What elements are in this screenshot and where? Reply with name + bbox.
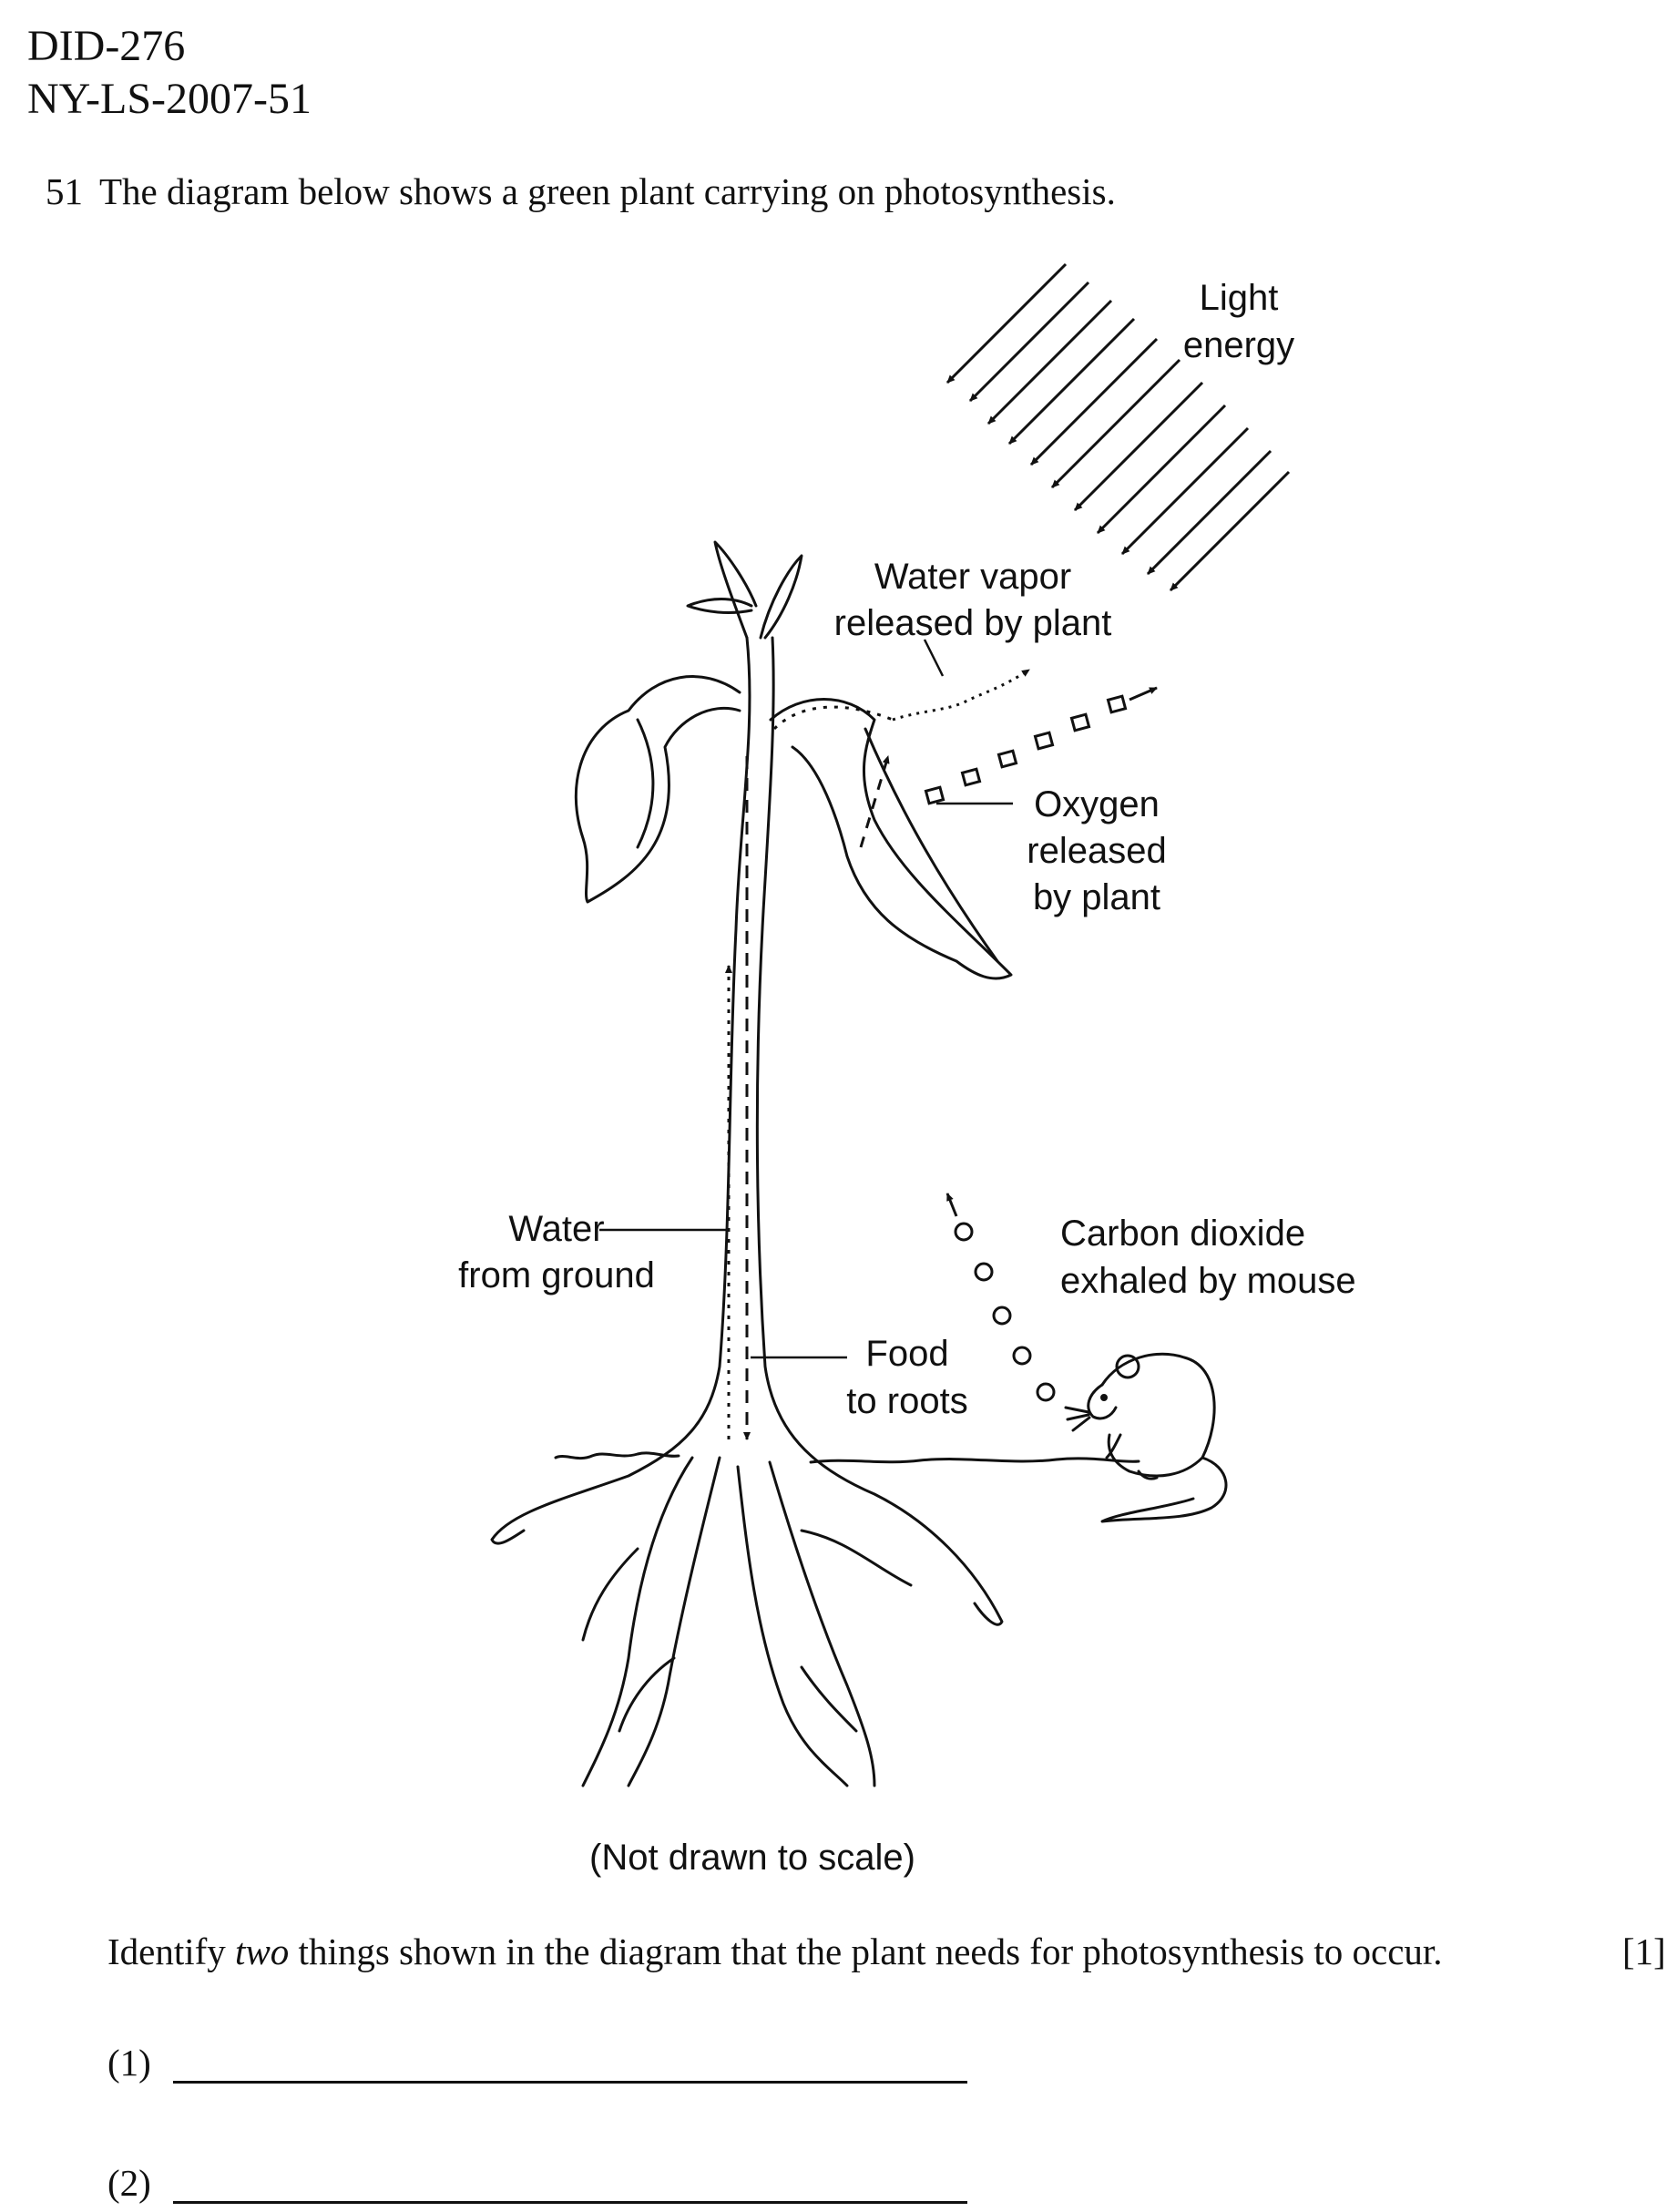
photosynthesis-diagram: Light energy Water vapor released by pla… [458,262,1356,1878]
sprout-leaf [686,598,753,614]
label-from-ground: from ground [458,1255,655,1295]
document-id-line-2: NY-LS-2007-51 [27,75,312,123]
water-vapor-arrow [892,668,1030,722]
light-ray [1073,381,1204,512]
label-water-vapor: Water vapor [874,557,1071,597]
leaf-left-vein [636,718,655,849]
label-exhaled-by-mouse: exhaled by mouse [1060,1261,1356,1301]
prompt-text-before: Identify [107,1930,236,1972]
label-released-by-plant: released by plant [834,603,1112,643]
question-number: 51 [46,170,83,212]
light-ray [1007,317,1136,445]
light-rays [945,262,1291,592]
label-leaders [599,639,1013,1359]
root [618,1656,676,1733]
label-energy: energy [1183,325,1294,365]
question-prompt: Identify two things shown in the diagram… [107,1930,1666,1973]
mouse-body [1100,1352,1216,1478]
prompt-emphasis: two [235,1930,290,1972]
root [581,1547,639,1642]
co2-bubble [1036,1382,1056,1402]
light-ray [1146,449,1272,576]
plant-illustration [490,540,1140,1787]
prompt-text-after: things shown in the diagram that the pla… [289,1930,1443,1972]
co2-arrow [945,1193,958,1217]
question-text: The diagram below shows a green plant ca… [99,170,1116,212]
oxygen-bubbles [924,686,1158,805]
answer-label-1: (1) [107,2042,151,2084]
light-ray [945,262,1068,384]
label-to-roots: to roots [846,1381,967,1421]
water-to-leaf-arrow [772,705,894,731]
label-food: Food [865,1334,948,1374]
light-ray [1120,426,1250,556]
stem-outline-left [490,636,751,1545]
co2-bubble [974,1262,994,1282]
answer-blank-1[interactable] [173,2081,967,2084]
answer-line-2[interactable]: (2) [107,2161,967,2205]
label-oxygen-by-plant: by plant [1033,877,1160,917]
vapor-leader [923,639,945,677]
mouse-illustration [1064,1352,1228,1523]
root [800,1529,913,1587]
mouse-ear [1115,1354,1140,1379]
co2-bubble [992,1306,1012,1326]
label-oxygen-released: released [1027,831,1166,871]
mouse-eye [1100,1394,1108,1401]
light-ray [986,299,1113,425]
co2-bubbles [945,1193,1056,1402]
root [800,1665,858,1733]
oxygen-bubble [1106,694,1128,714]
root [581,1456,694,1787]
leaf-right [769,698,1013,980]
light-ray [968,281,1090,403]
root [736,1465,849,1787]
document-id-line-1: DID-276 [27,22,186,70]
answer-label-2: (2) [107,2162,151,2204]
diagram-caption: (Not drawn to scale) [589,1838,915,1878]
ground-line [809,1457,1140,1464]
root [627,1456,721,1787]
mouse-tail [1100,1456,1228,1523]
label-carbon-dioxide: Carbon dioxide [1060,1214,1305,1254]
mouse-head [1087,1383,1118,1420]
co2-bubble [1012,1346,1032,1366]
transport-arrows [725,668,1030,1440]
root [768,1460,876,1787]
oxygen-bubble [997,749,1018,769]
oxygen-arrow [1129,686,1158,701]
light-ray [1096,404,1227,535]
sprout-leaf [713,540,758,640]
stem-outline-right [755,636,1004,1626]
answer-line-1[interactable]: (1) [107,2041,967,2084]
question-stem: 51 The diagram below shows a green plant … [46,169,1116,213]
oxygen-bubble [924,785,945,805]
answer-blank-2[interactable] [173,2201,967,2204]
label-water: Water [508,1209,604,1249]
co2-bubble [954,1222,974,1242]
leaf-right-vein [864,727,999,963]
leaf-left [574,675,741,904]
light-ray [1050,358,1181,489]
label-light: Light [1200,278,1279,318]
oxygen-bubble [960,767,982,787]
oxygen-bubble [1069,712,1091,732]
label-oxygen: Oxygen [1034,784,1160,824]
ground-line [554,1451,680,1460]
light-ray [1169,470,1291,592]
oxygen-bubble [1033,731,1055,751]
mouse-whiskers [1064,1406,1091,1432]
leaf-food-arrow [859,755,890,848]
sprout-leaf [759,554,803,640]
light-ray [1029,337,1159,466]
document-id: DID-276 NY-LS-2007-51 [27,20,312,126]
mouse-feet [1105,1433,1159,1480]
credit-value: [1] [1622,1930,1666,1972]
